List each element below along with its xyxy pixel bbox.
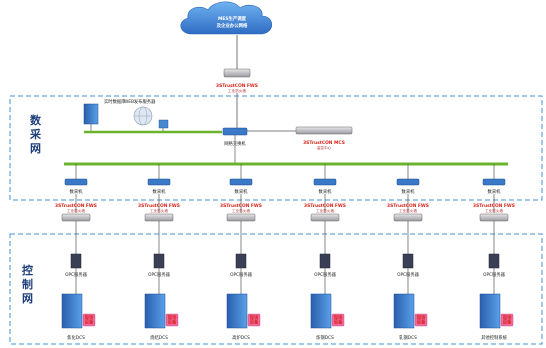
field-device-badge-text: 设备 [168, 319, 177, 326]
firewall-brand: 3STrustCON FWS [473, 203, 515, 209]
firewall-brand: 3STrustCON FWS [387, 203, 429, 209]
field-device-badge-text: 设备 [85, 319, 94, 326]
data-zone-label-2: 采 [29, 127, 42, 141]
data-zone-frame [9, 95, 543, 201]
control-zone-frame [9, 233, 543, 345]
field-device-badge-text: 现场 [417, 314, 426, 321]
field-device-badge-text: 现场 [168, 314, 177, 321]
collector-switch-icon [229, 178, 253, 186]
dcs-label: 其他控制系统 [481, 334, 507, 341]
firewall-brand: 3STrustCON FWS [138, 203, 180, 209]
top-firewall-sub: 工业防火墙 [228, 88, 246, 93]
control-zone-label-2: 制 [22, 277, 33, 291]
field-device-badge-icon [247, 313, 261, 327]
unit-firewall-icon [310, 213, 340, 222]
unit-firewall-icon [61, 213, 91, 222]
field-device-badge-text: 设备 [250, 319, 259, 326]
historian-server-icon [83, 103, 99, 125]
field-device-badge-text: 设备 [503, 319, 512, 326]
mcs-appliance-icon [295, 126, 353, 135]
firewall-sub: 工业防火墙 [232, 208, 250, 213]
collector-switch-icon [396, 178, 420, 186]
firewall-brand: 3STrustCON FWS [55, 203, 97, 209]
collector-switch-label: 数采机 [488, 188, 502, 195]
collector-switch-label: 数采机 [235, 188, 249, 195]
dcs-label: 高炉DCS [232, 334, 250, 341]
dcs-cabinet-icon [226, 293, 248, 329]
dcs-cabinet-icon [61, 293, 83, 329]
web-server-icon [133, 106, 169, 129]
opc-server-icon [488, 253, 500, 269]
collector-switch-icon [482, 178, 506, 186]
core-switch-label: 网络交换机 [224, 140, 246, 147]
top-firewall-icon [223, 68, 251, 78]
control-zone-label-1: 控 [22, 263, 33, 277]
collector-switch-icon [313, 178, 337, 186]
firewall-sub: 工业防火墙 [316, 208, 334, 213]
field-device-badge-icon [500, 313, 514, 327]
field-device-badge-text: 现场 [334, 314, 343, 321]
opc-server-icon [402, 253, 414, 269]
web-server-label: WEB发布服务器 [124, 98, 156, 105]
opc-server-icon [70, 253, 82, 269]
field-device-badge-text: 设备 [417, 319, 426, 326]
mcs-brand: 3STrustCON MCS [303, 140, 345, 146]
data-zone-label-1: 数 [30, 113, 42, 127]
firewall-sub: 工业防火墙 [399, 208, 417, 213]
dcs-cabinet-icon [479, 293, 501, 329]
historian-label: 实时数据库 [104, 98, 126, 105]
unit-firewall-icon [479, 213, 509, 222]
cloud-label-line2: 及企业办公网络 [217, 22, 248, 29]
field-device-badge-icon [331, 313, 345, 327]
opc-server-icon [153, 253, 165, 269]
data-zone-label-3: 网 [30, 142, 41, 155]
dcs-label: 轧钢DCS [399, 334, 417, 341]
dcs-label: 烧结DCS [150, 334, 168, 341]
core-switch-icon [222, 127, 248, 136]
unit-firewall-icon [226, 213, 256, 222]
collector-switch-icon [147, 178, 171, 186]
cloud-icon [180, 1, 273, 35]
dcs-label: 焦化DCS [67, 334, 85, 341]
dcs-label: 炼钢DCS [316, 334, 334, 341]
cloud-label-line1: MES生产调度 [218, 15, 247, 22]
dcs-cabinet-icon [310, 293, 332, 329]
dcs-cabinet-icon [144, 293, 166, 329]
firewall-sub: 工业防火墙 [67, 208, 85, 213]
collector-switch-label: 数采机 [402, 188, 416, 195]
firewall-sub: 工业防火墙 [485, 208, 503, 213]
field-device-badge-text: 现场 [503, 314, 512, 321]
firewall-brand: 3STrustCON FWS [304, 203, 346, 209]
collector-switch-label: 数采机 [153, 188, 167, 195]
collector-switch-label: 数采机 [319, 188, 333, 195]
top-firewall-brand: 3STrustCON FWS [216, 83, 258, 89]
unit-firewall-icon [144, 213, 174, 222]
unit-firewall-icon [393, 213, 423, 222]
mcs-sub: 监控中心 [317, 145, 332, 150]
firewall-sub: 工业防火墙 [150, 208, 168, 213]
opc-server-icon [319, 253, 331, 269]
control-zone-label-3: 网 [22, 292, 33, 305]
collector-switch-icon [64, 178, 88, 186]
field-device-badge-icon [165, 313, 179, 327]
field-device-badge-icon [414, 313, 428, 327]
opc-server-icon [235, 253, 247, 269]
firewall-brand: 3STrustCON FWS [220, 203, 262, 209]
field-device-badge-text: 设备 [334, 319, 343, 326]
collector-switch-label: 数采机 [70, 188, 84, 195]
field-device-badge-text: 现场 [250, 314, 259, 321]
field-device-badge-icon [82, 313, 96, 327]
dcs-cabinet-icon [393, 293, 415, 329]
field-device-badge-text: 现场 [85, 314, 94, 321]
